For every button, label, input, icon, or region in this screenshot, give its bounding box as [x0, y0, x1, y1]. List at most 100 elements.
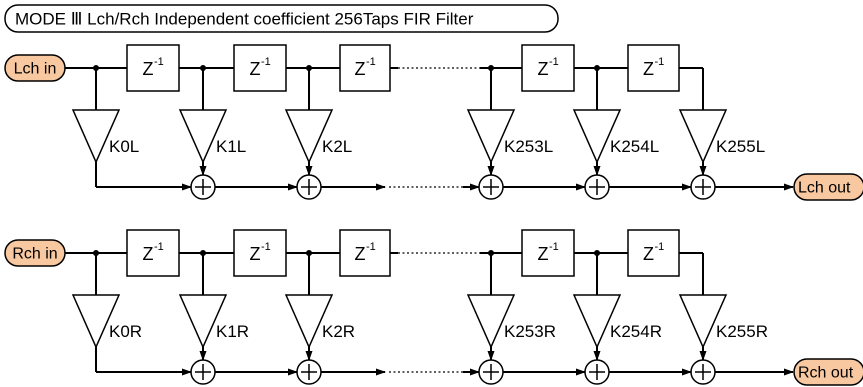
delay-label: Z [643, 59, 654, 79]
delay-exponent: -1 [549, 241, 559, 253]
adder [690, 174, 716, 200]
tap-0: K0R [71, 250, 142, 372]
coefficient-label: K1L [216, 137, 246, 156]
delay-label: Z [250, 59, 261, 79]
adder [296, 359, 322, 385]
branch-dot [200, 250, 206, 256]
tap-4: K254R [572, 250, 662, 361]
delay-exponent: -1 [366, 56, 376, 68]
delay-block: Z-1 [339, 229, 391, 277]
delay-exponent: -1 [261, 241, 271, 253]
tap-3: K253R [466, 250, 556, 361]
adder [478, 174, 504, 200]
adder [584, 359, 610, 385]
delay-block: Z-1 [521, 229, 575, 277]
branch-dot [594, 65, 600, 71]
tap-2: K2R [284, 250, 355, 361]
tap-0: K0L [71, 65, 139, 187]
output-terminal: Lch out [793, 173, 863, 201]
gain-triangle [178, 109, 228, 164]
delay-label: Z [538, 244, 549, 264]
delay-block: Z-1 [627, 44, 680, 92]
delay-exponent: -1 [261, 56, 271, 68]
tap-1: K1R [178, 250, 249, 361]
tap-5: K255R [678, 253, 768, 361]
delay-label: Z [355, 244, 366, 264]
coefficient-label: K255R [716, 322, 768, 341]
adder [190, 174, 216, 200]
gain-triangle [678, 294, 728, 349]
gain-triangle [71, 294, 121, 349]
gain-triangle [572, 294, 622, 349]
gain-triangle [284, 109, 334, 164]
branch-dot [200, 65, 206, 71]
diagram-title: MODE Ⅲ Lch/Rch Independent coefficient 2… [15, 10, 474, 29]
coefficient-label: K254L [610, 137, 659, 156]
delay-exponent: -1 [154, 56, 164, 68]
gain-triangle [572, 109, 622, 164]
delay-label: Z [538, 59, 549, 79]
coefficient-label: K0R [109, 322, 142, 341]
delay-block: Z-1 [627, 229, 680, 277]
input-label: Lch in [14, 61, 57, 78]
delay-exponent: -1 [366, 241, 376, 253]
adder [584, 174, 610, 200]
coefficient-label: K255L [716, 137, 765, 156]
output-label: Lch out [798, 180, 851, 197]
tap-2: K2L [284, 65, 352, 176]
branch-dot [306, 65, 312, 71]
delay-block: Z-1 [126, 229, 180, 277]
coefficient-label: K253R [504, 322, 556, 341]
coefficient-label: K1R [216, 322, 249, 341]
coefficient-label: K0L [109, 137, 139, 156]
delay-block: Z-1 [233, 229, 287, 277]
delay-label: Z [250, 244, 261, 264]
adder [190, 359, 216, 385]
tap-1: K1L [178, 65, 246, 176]
input-terminal: Lch in [4, 54, 66, 82]
coefficient-label: K2L [322, 137, 352, 156]
branch-dot [306, 250, 312, 256]
delay-block: Z-1 [233, 44, 287, 92]
coefficient-label: K253L [504, 137, 553, 156]
delay-label: Z [143, 244, 154, 264]
tap-3: K253L [466, 65, 553, 176]
delay-block: Z-1 [339, 44, 391, 92]
branch-dot [488, 65, 494, 71]
delay-exponent: -1 [154, 241, 164, 253]
branch-dot [93, 65, 99, 71]
gain-triangle [284, 294, 334, 349]
input-label: Rch in [12, 246, 57, 263]
title-box: MODE Ⅲ Lch/Rch Independent coefficient 2… [4, 4, 559, 33]
gain-triangle [466, 294, 516, 349]
delay-exponent: -1 [655, 241, 665, 253]
adder [690, 359, 716, 385]
delay-label: Z [643, 244, 654, 264]
output-terminal: Rch out [793, 358, 863, 386]
delay-label: Z [143, 59, 154, 79]
output-label: Rch out [798, 365, 854, 382]
coefficient-label: K2R [322, 322, 355, 341]
branch-dot [488, 250, 494, 256]
adder [296, 174, 322, 200]
gain-triangle [466, 109, 516, 164]
delay-block: Z-1 [521, 44, 575, 92]
gain-triangle [178, 294, 228, 349]
gain-triangle [678, 109, 728, 164]
delay-exponent: -1 [655, 56, 665, 68]
coefficient-label: K254R [610, 322, 662, 341]
tap-4: K254L [572, 65, 659, 176]
branch-dot [594, 250, 600, 256]
adder [478, 359, 504, 385]
branch-dot [93, 250, 99, 256]
delay-block: Z-1 [126, 44, 180, 92]
gain-triangle [71, 109, 121, 164]
tap-5: K255L [678, 68, 765, 176]
input-terminal: Rch in [4, 239, 66, 267]
delay-exponent: -1 [549, 56, 559, 68]
delay-label: Z [355, 59, 366, 79]
